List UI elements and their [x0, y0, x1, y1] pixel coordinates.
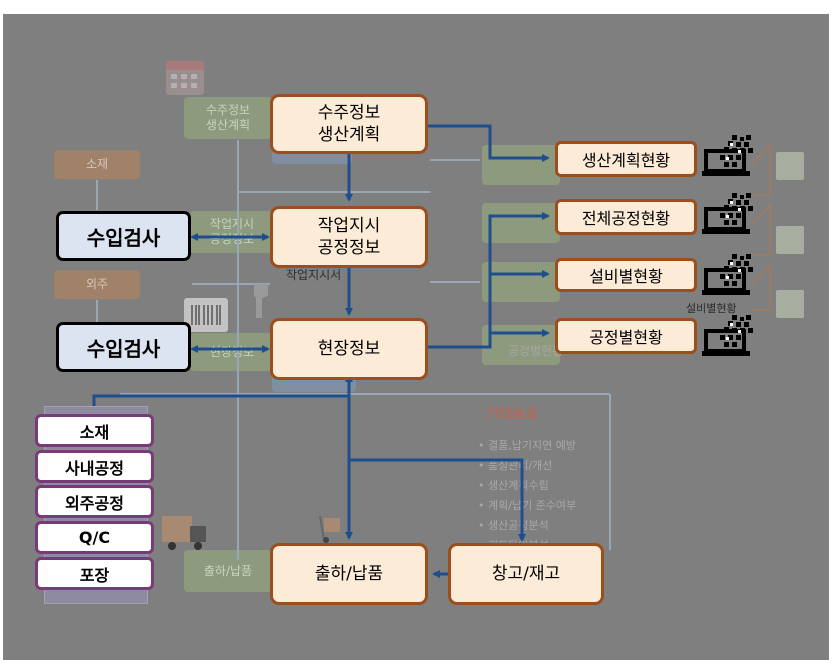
arrow-branch-to-warehouse	[349, 458, 526, 542]
status-label: 생산계획현황	[581, 151, 671, 170]
ghost-outsource-label: 외주	[85, 277, 109, 291]
stack-item-packing[interactable]: 포장	[35, 557, 154, 590]
ghost-eq-status-label: 설비별현황	[686, 302, 737, 315]
effect-item: 계획/납기 준수여부	[478, 496, 576, 516]
work-order-label: 작업지시 공정정보	[317, 216, 381, 258]
laptop-icon	[700, 133, 756, 179]
status-label: 전체공정현황	[581, 209, 671, 228]
scanner-icon	[250, 280, 272, 322]
ghost-process-status-label: 공정별현황	[508, 344, 564, 358]
ghost-order-plan-label: 수주정보 생산계획	[205, 103, 251, 132]
ghost-material-label: 소재	[85, 157, 109, 171]
ghost-material: 소재	[54, 150, 140, 179]
stack-item-label: Q/C	[78, 528, 111, 547]
handtruck-icon	[316, 514, 346, 544]
ghost-shipping: 출하/납품	[184, 550, 272, 592]
shipping-box[interactable]: 출하/납품	[270, 543, 428, 605]
calendar-icon	[164, 55, 206, 97]
status-process[interactable]: 공정별현황	[555, 318, 697, 354]
stack-item-label: 포장	[79, 565, 110, 585]
effect-item: 결품,납기지연 예방	[478, 436, 576, 456]
effect-title: 기대효과	[486, 407, 538, 423]
truck-icon	[160, 514, 210, 552]
stack-item-outsource[interactable]: 외주공정	[35, 485, 154, 518]
order-plan-label: 수주정보 생산계획	[317, 103, 381, 145]
stack-item-label: 외주공정	[65, 493, 124, 513]
ghost-status-2	[482, 203, 560, 243]
laptop-icon	[700, 191, 756, 237]
shipping-label: 출하/납품	[314, 564, 384, 584]
excel-icon	[776, 290, 804, 318]
warehouse-label: 창고/재고	[491, 564, 561, 584]
work-order-box[interactable]: 작업지시 공정정보	[270, 206, 428, 268]
arrow-field-to-status	[428, 212, 550, 349]
order-plan-box[interactable]: 수주정보 생산계획	[270, 94, 428, 154]
arrow-order-to-status	[428, 124, 550, 162]
incoming-inspection-lower-label: 수입검사	[86, 336, 161, 361]
stack-item-material[interactable]: 소재	[35, 414, 154, 447]
laptop-icon	[700, 252, 756, 298]
incoming-inspection-upper[interactable]: 수입검사	[56, 211, 191, 261]
excel-icon	[776, 152, 804, 180]
ghost-status-1	[482, 145, 560, 185]
ghost-order-plan: 수주정보 생산계획	[184, 97, 272, 139]
effect-item: 생산공정분석	[478, 516, 576, 536]
laptop-icon	[700, 313, 756, 359]
status-overall-process[interactable]: 전체공정현황	[555, 199, 697, 235]
incoming-inspection-lower[interactable]: 수입검사	[56, 322, 191, 372]
effect-item: 생산계획수립	[478, 476, 576, 496]
stack-item-label: 사내공정	[65, 458, 124, 478]
status-label: 공정별현황	[589, 328, 663, 347]
effect-item: 품질관리/개선	[478, 456, 576, 476]
ghost-work-sheet-label: 작업지시서	[286, 268, 342, 282]
barcode-icon	[184, 298, 228, 332]
field-info-box[interactable]: 현장정보	[270, 318, 428, 380]
ghost-work-order: 작업지시 공정정보	[190, 211, 274, 253]
excel-icon	[776, 226, 804, 254]
status-equipment[interactable]: 설비별현황	[555, 258, 697, 292]
warehouse-box[interactable]: 창고/재고	[448, 543, 604, 605]
ghost-shipping-label: 출하/납품	[203, 563, 253, 578]
field-info-label: 현장정보	[317, 339, 381, 359]
status-label: 설비별현황	[589, 267, 663, 286]
stack-item-qc[interactable]: Q/C	[35, 521, 154, 554]
status-production-plan[interactable]: 생산계획현황	[555, 141, 697, 177]
incoming-inspection-upper-label: 수입검사	[86, 225, 161, 250]
ghost-outsource: 외주	[54, 270, 140, 299]
stack-item-label: 소재	[79, 422, 110, 442]
stack-item-inhouse[interactable]: 사내공정	[35, 450, 154, 483]
ghost-status-3	[482, 262, 560, 302]
